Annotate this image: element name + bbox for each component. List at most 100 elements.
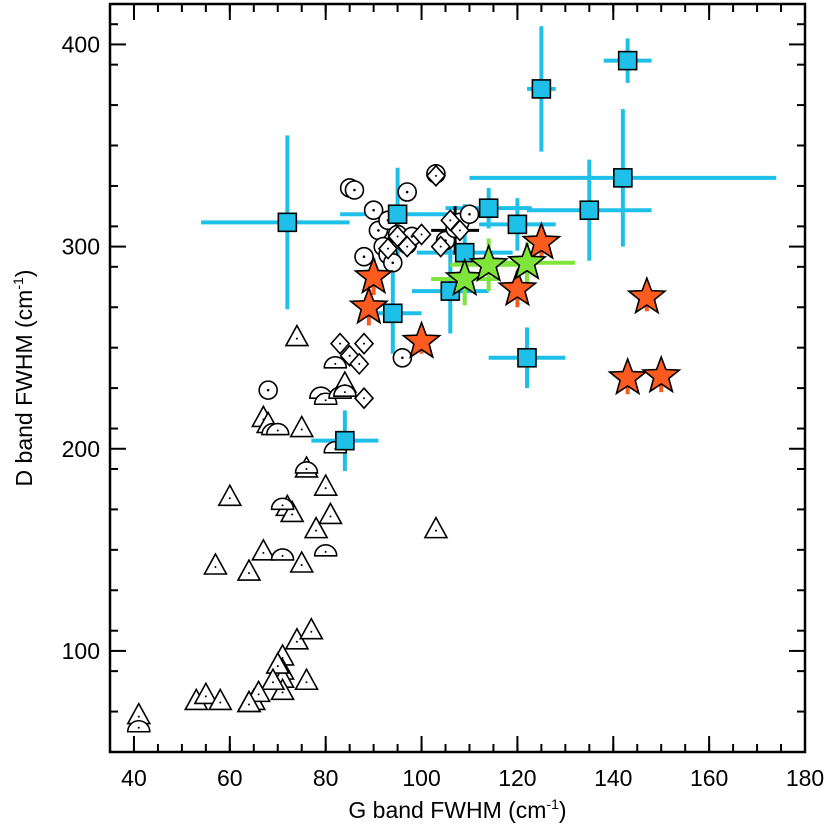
marker-dot xyxy=(305,467,308,470)
triangle-marker xyxy=(289,414,315,438)
square-marker xyxy=(382,303,403,324)
marker-dot xyxy=(315,529,318,532)
markers xyxy=(126,50,682,733)
marker-dot xyxy=(324,399,327,402)
orange-star-marker xyxy=(521,221,562,260)
marker-dot xyxy=(262,551,265,554)
marker-dot xyxy=(300,428,303,431)
triangle-marker xyxy=(265,651,291,674)
green-star-marker xyxy=(468,243,509,283)
x-tick-label: 60 xyxy=(217,765,243,791)
square-marker xyxy=(387,204,408,225)
half-circle-marker xyxy=(333,384,357,397)
triangle-marker xyxy=(318,501,343,525)
orange-star-marker xyxy=(497,267,538,307)
marker-dot xyxy=(348,354,351,357)
plot-frame xyxy=(108,2,807,754)
x-axis-label: G band FWHM (cm-1) xyxy=(348,796,566,823)
marker-dot xyxy=(401,356,404,360)
marker-dot xyxy=(291,513,294,516)
x-axis-label-close: ) xyxy=(559,797,567,823)
marker-dot xyxy=(339,342,342,345)
square-marker xyxy=(478,198,499,218)
marker-dot xyxy=(372,208,375,212)
triangle-marker xyxy=(298,617,324,640)
x-tick-label: 160 xyxy=(690,765,728,791)
marker-dot xyxy=(377,229,380,232)
marker-dot xyxy=(324,487,327,490)
triangle-marker xyxy=(246,679,271,703)
marker-dot xyxy=(410,235,414,238)
triangle-marker xyxy=(423,515,449,539)
marker-dot xyxy=(406,245,409,248)
y-axis-label-exponent: -1 xyxy=(10,277,26,290)
y-axis-label-close: ) xyxy=(11,270,37,278)
marker-dot xyxy=(281,554,284,557)
marker-dot xyxy=(334,362,337,365)
orange-star-marker xyxy=(348,285,390,325)
triangle-marker xyxy=(236,689,262,713)
marker-dot xyxy=(281,504,284,507)
triangle-marker xyxy=(284,323,310,347)
marker-dot xyxy=(324,550,327,553)
y-axis-label-text: D band FWHM (cm xyxy=(11,290,37,487)
marker-dot xyxy=(310,630,313,633)
square-marker xyxy=(277,212,298,233)
triangle-marker xyxy=(203,552,228,575)
marker-dot xyxy=(276,665,279,668)
orange-star-marker xyxy=(353,255,394,295)
marker-dot xyxy=(458,229,461,232)
x-tick-label: 120 xyxy=(498,765,536,791)
marker-dot xyxy=(248,703,250,706)
marker-dot xyxy=(137,715,140,718)
marker-dot xyxy=(257,693,260,696)
half-circle-marker xyxy=(294,461,319,474)
marker-dot xyxy=(228,497,231,500)
y-axis-label: D band FWHM (cm-1) xyxy=(10,270,37,487)
triangle-marker xyxy=(313,473,339,496)
half-circle-marker xyxy=(265,422,290,436)
square-marker xyxy=(613,168,633,188)
marker-dot xyxy=(358,362,361,365)
marker-dot xyxy=(363,342,366,345)
triangle-marker xyxy=(236,558,262,581)
marker-dot xyxy=(387,247,389,250)
x-axis-label-exponent: -1 xyxy=(546,796,559,812)
x-tick-label: 100 xyxy=(402,765,440,791)
marker-dot xyxy=(300,563,303,566)
marker-dot xyxy=(449,219,452,222)
marker-dot xyxy=(329,515,332,518)
marker-dot xyxy=(266,388,270,392)
marker-dot xyxy=(362,255,366,259)
square-marker xyxy=(507,214,528,235)
half-circle-marker xyxy=(126,720,151,733)
orange-star-marker xyxy=(640,354,682,394)
triangle-marker xyxy=(251,538,276,561)
marker-dot xyxy=(343,391,346,394)
half-circle-marker xyxy=(270,548,295,561)
marker-dot xyxy=(391,261,395,265)
y-tick-label: 200 xyxy=(62,436,100,462)
square-marker xyxy=(531,79,552,99)
y-tick-label: 300 xyxy=(62,234,100,260)
triangle-marker xyxy=(279,499,305,523)
marker-dot xyxy=(295,640,298,643)
marker-dot xyxy=(353,188,356,192)
green-star-marker xyxy=(506,241,548,280)
half-circle-marker xyxy=(323,356,348,369)
half-circle-marker xyxy=(313,544,338,557)
marker-dot xyxy=(214,566,217,569)
marker-dot xyxy=(204,695,207,698)
marker-dot xyxy=(468,212,471,216)
marker-dot xyxy=(439,245,442,248)
square-marker xyxy=(617,50,638,71)
half-circle-marker xyxy=(270,497,295,511)
marker-dot xyxy=(137,726,140,729)
marker-dot xyxy=(434,174,437,177)
triangle-marker xyxy=(294,667,319,691)
triangle-marker xyxy=(289,550,315,573)
marker-dot xyxy=(434,529,437,532)
triangle-marker xyxy=(217,483,243,507)
green-star-marker xyxy=(444,257,485,297)
